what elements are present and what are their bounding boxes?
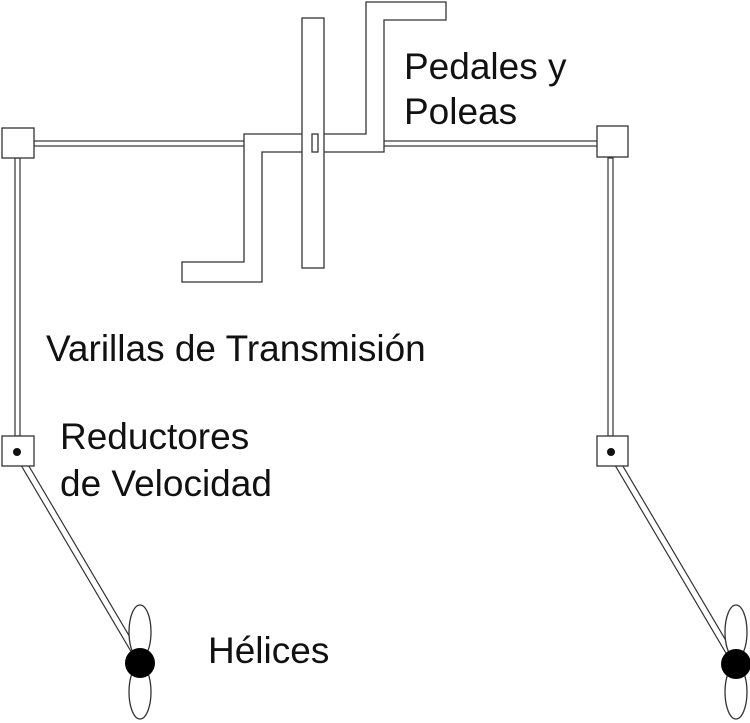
crank-axle [311,133,319,153]
rods-label: Varillas de Transmisión [46,328,426,369]
left-vertical-rod [14,157,21,437]
left-reducer-shaft-icon [13,448,21,456]
right-vertical-rod [607,157,614,437]
left-propeller-hub-icon [125,648,155,678]
reducers-label-line2: de Velocidad [60,463,272,504]
propellers-label: Hélices [208,630,329,671]
right-propeller-shaft [608,450,739,666]
right-reducer-shaft-icon [607,448,615,456]
pedals-label-line1: Pedales y [404,46,567,87]
pedals-label-line2: Poleas [404,91,517,132]
right-propeller-hub-icon [721,649,750,679]
top-right-block [596,125,629,158]
reducers-label-line1: Reductores [60,416,249,457]
pedal-crank [181,1,447,283]
top-left-block [1,127,35,159]
left-drive [1,435,155,720]
right-drive [596,435,750,720]
